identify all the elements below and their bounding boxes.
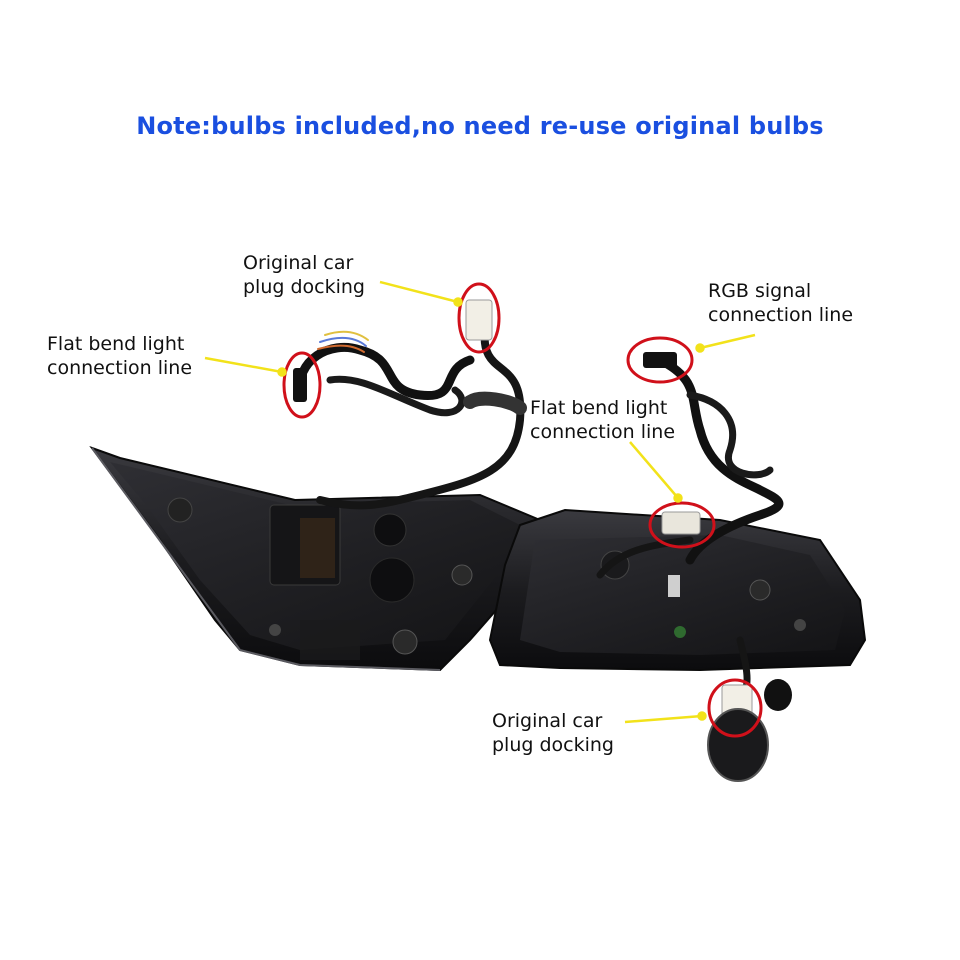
callout-plug-bottom: Original car plug docking [492, 709, 614, 757]
callout-plug-top-line2: plug docking [243, 276, 365, 298]
callout-flat-mid-line2: connection line [530, 421, 676, 443]
wiring-harness [295, 326, 784, 694]
highlight-plug-bottom [707, 678, 763, 738]
leader-lines [204, 280, 756, 724]
callout-rgb-line2: connection line [708, 304, 854, 326]
note-heading: Note:bulbs included,no need re-use origi… [136, 112, 824, 140]
highlight-circles [282, 282, 763, 738]
right-tail-light [488, 508, 867, 672]
callout-rgb-line1: RGB signal [708, 280, 812, 302]
highlight-flat-left [282, 351, 322, 419]
callout-plug-bottom-line1: Original car [492, 710, 603, 732]
left-tail-light [89, 445, 541, 672]
highlight-plug-top [457, 282, 501, 354]
callout-flat-left-line2: connection line [47, 357, 193, 379]
callout-flat-mid-line1: Flat bend light [530, 397, 668, 419]
callout-rgb: RGB signal connection line [708, 279, 853, 327]
callout-plug-bottom-line2: plug docking [492, 734, 614, 756]
highlight-rgb [626, 336, 694, 384]
callout-flat-left: Flat bend light connection line [47, 332, 192, 380]
callout-plug-top-line1: Original car [243, 252, 354, 274]
callout-flat-mid: Flat bend light connection line [530, 396, 675, 444]
highlight-flat-mid [648, 501, 716, 549]
callout-plug-top: Original car plug docking [243, 251, 365, 299]
callout-flat-left-line1: Flat bend light [47, 333, 185, 355]
